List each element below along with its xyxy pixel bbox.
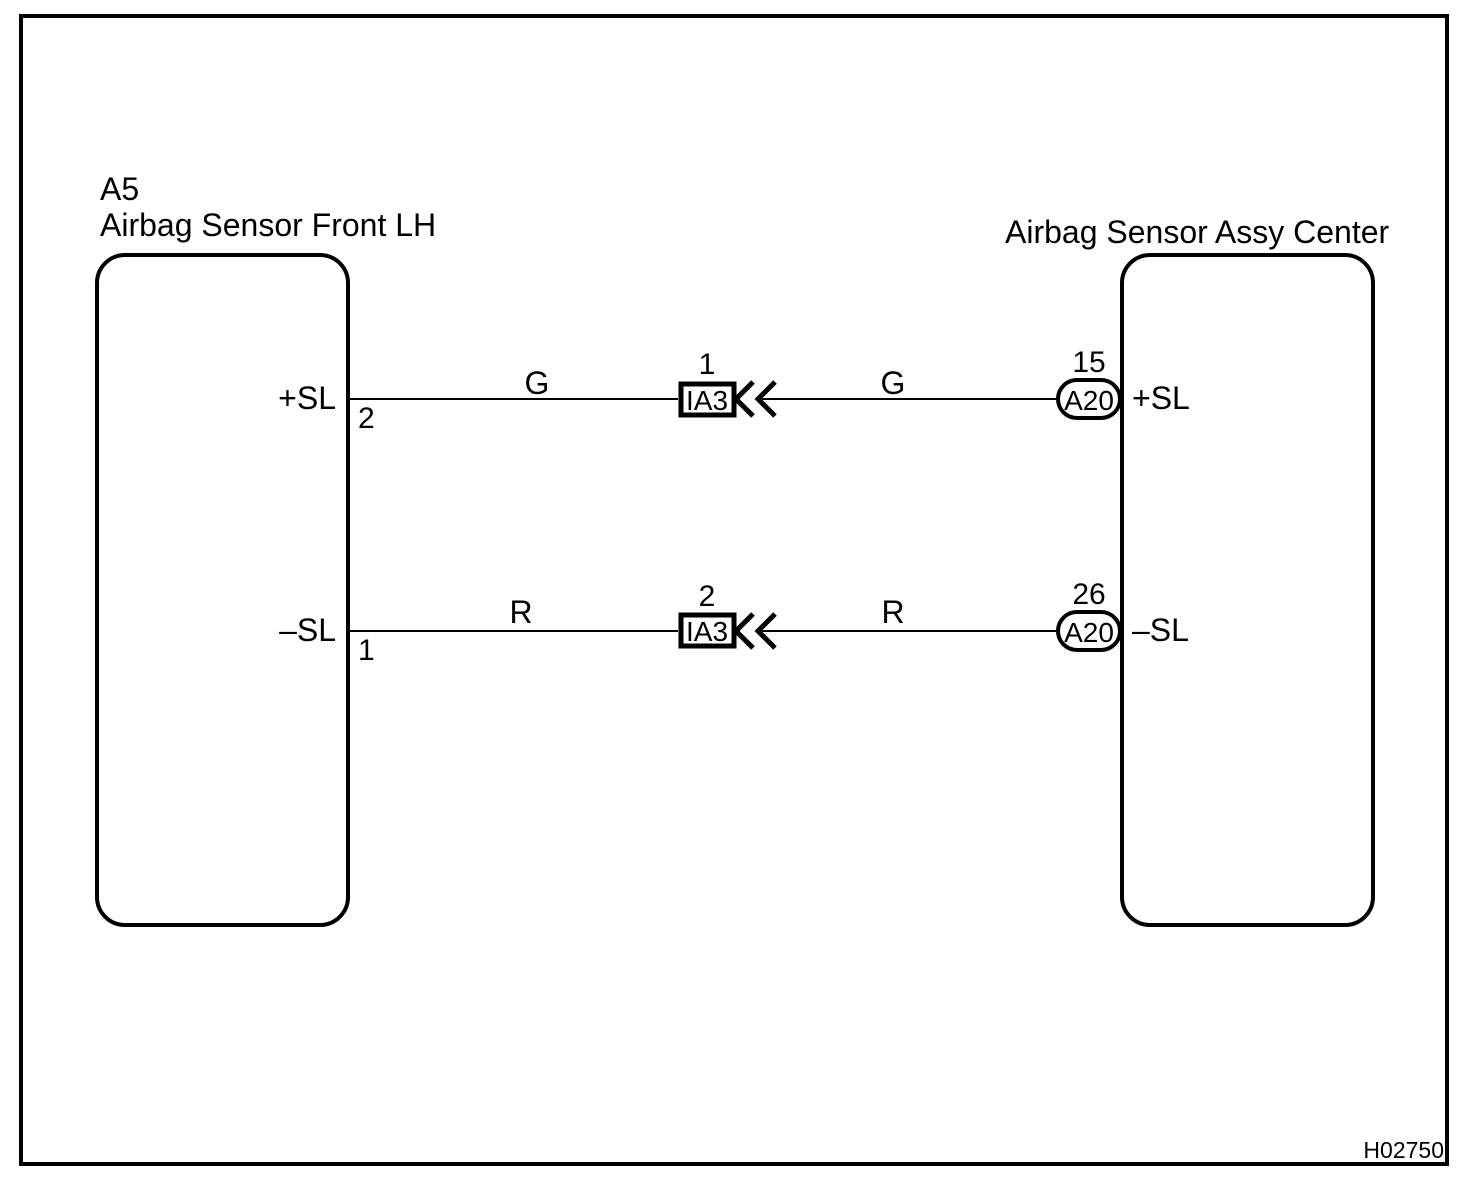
wire-1-left-pin-number: 2 xyxy=(358,402,375,435)
left-component-box xyxy=(95,253,350,927)
wire-1-color-label-right: G xyxy=(881,365,906,401)
left-component-ref: A5 xyxy=(100,171,139,207)
wire-2-junction-pin-number: 2 xyxy=(699,580,716,613)
wire-2-right-connector-oval xyxy=(1056,610,1122,652)
wire-1-color-label-left: G xyxy=(525,365,550,401)
wire-1-left-pin-label: +SL xyxy=(278,380,336,416)
wire-2-color-label-right: R xyxy=(881,594,904,630)
wire-1-junction-label: IA3 xyxy=(686,385,728,416)
wire-2-left-pin-label: –SL xyxy=(279,612,336,648)
wire-2-right-pin-number: 26 xyxy=(1072,578,1105,611)
figure-id: H02750 xyxy=(1363,1137,1444,1163)
wire-2-color-label-left: R xyxy=(509,594,532,630)
wire-2-connector-arrows-icon xyxy=(732,612,777,650)
wire-1-right-connector-oval xyxy=(1056,378,1122,420)
wire-2-junction-label: IA3 xyxy=(686,616,728,647)
wire-2-right-connector-label: A20 xyxy=(1064,617,1114,648)
wire-1-right-pin-number: 15 xyxy=(1072,346,1105,379)
left-component-name: Airbag Sensor Front LH xyxy=(100,207,436,243)
wire-1-right-connector-label: A20 xyxy=(1064,385,1114,416)
wire-1-junction-pin-number: 1 xyxy=(699,348,716,381)
wire-1-right-pin-label: +SL xyxy=(1132,380,1190,416)
page-border xyxy=(19,14,1449,1166)
right-component-box xyxy=(1120,253,1375,927)
wire-2-right-pin-label: –SL xyxy=(1132,612,1189,648)
wire-2: –SL 1 R 2 IA3 R 26 A20 –SL xyxy=(279,578,1189,667)
wire-2-left-pin-number: 1 xyxy=(358,634,375,667)
wire-1-connector-arrows-icon xyxy=(732,380,777,418)
right-component-name: Airbag Sensor Assy Center xyxy=(1005,214,1390,250)
wire-1: +SL 2 G 1 IA3 G 15 A20 +SL xyxy=(278,346,1190,435)
